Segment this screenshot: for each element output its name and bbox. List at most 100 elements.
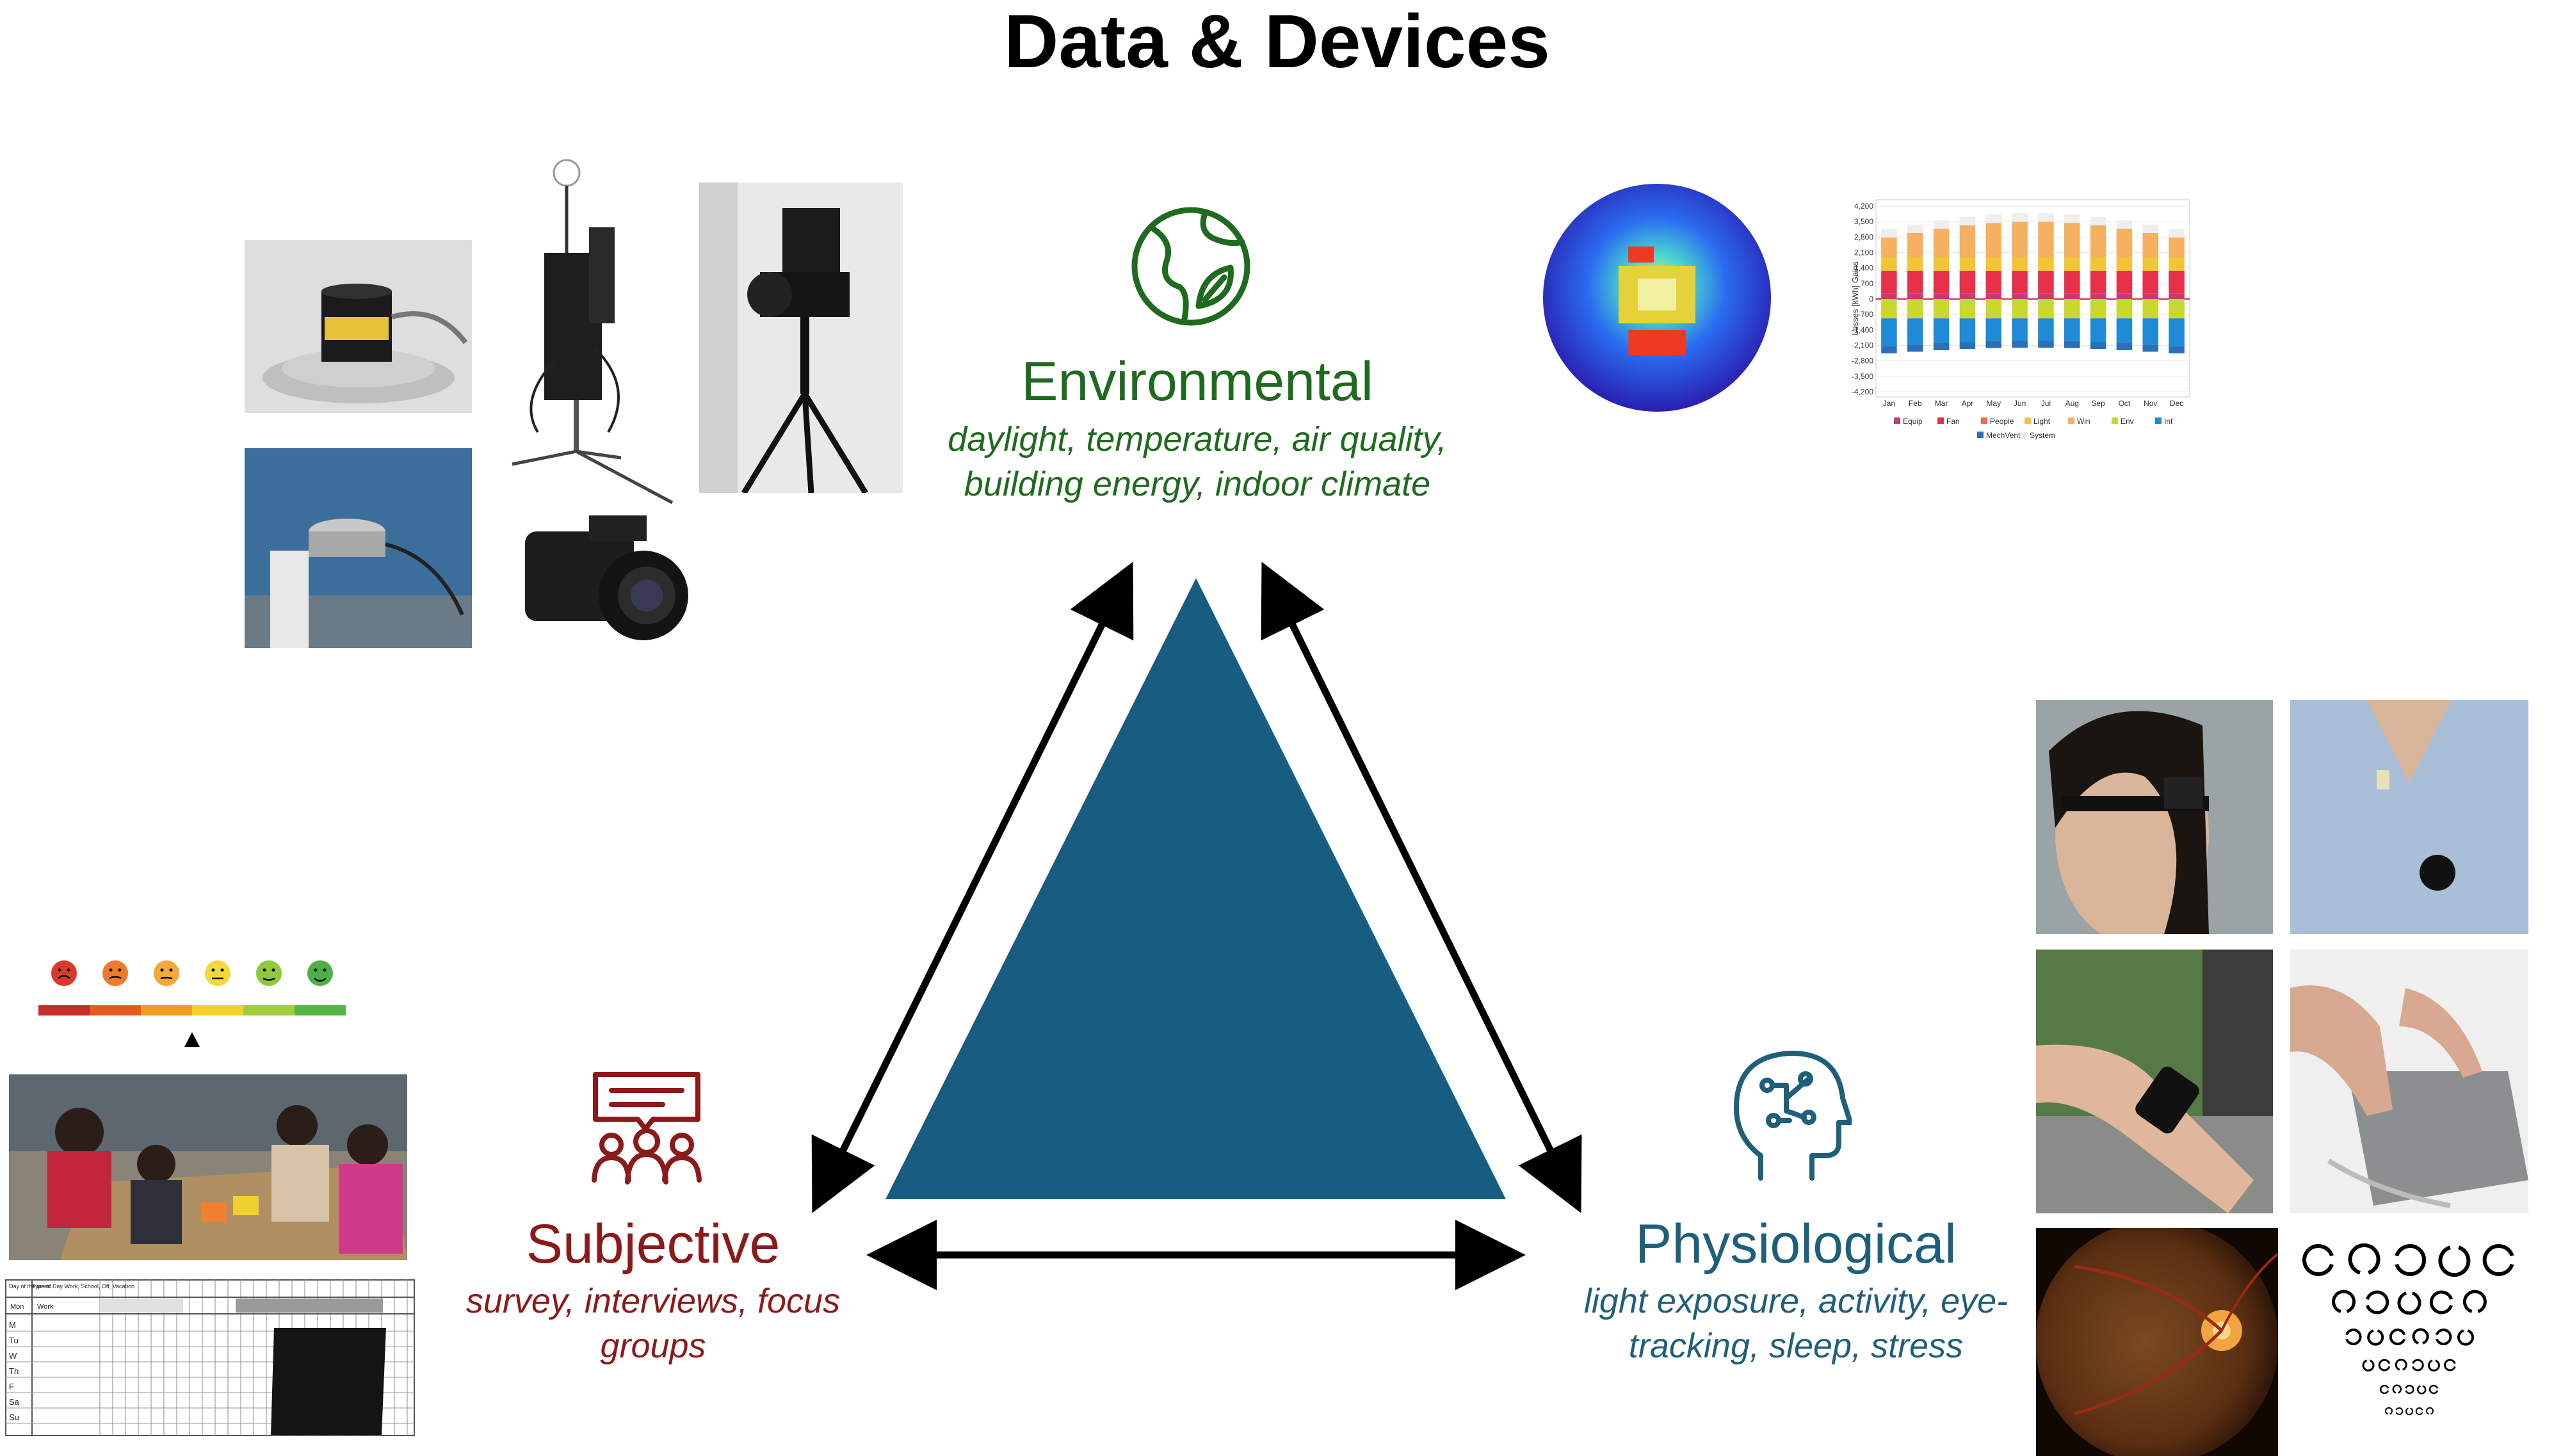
energy-bar-gain: [1933, 257, 1950, 271]
slightly-unhappy-face-icon: [154, 960, 179, 986]
energy-bar-loss: [1933, 299, 1950, 319]
energy-bar-gain: [2012, 271, 2028, 294]
energy-bar-loss: [1985, 299, 2001, 319]
energy-bar-gain: [1959, 257, 1976, 271]
diary-day-label: M: [9, 1320, 16, 1330]
energy-month-label: Mar: [1935, 399, 1948, 408]
energy-bar-gain: [2116, 257, 2133, 271]
energy-bar-loss: [2038, 318, 2054, 341]
very-happy-face-icon: [307, 960, 333, 986]
energy-bar-gain: [2142, 257, 2158, 271]
energy-bar-gain: [1881, 257, 1897, 271]
energy-bar-gain: [1933, 220, 1950, 229]
energy-month-label: Dec: [2170, 399, 2183, 408]
energy-bar-loss: [2116, 299, 2133, 319]
physiological-title: Physiological: [1635, 1213, 1957, 1275]
energy-bar-gain: [2169, 271, 2185, 294]
landolt-c-icon: [2366, 1290, 2389, 1314]
energy-y-tick: 700: [1861, 279, 1873, 288]
energy-legend-label: Fan: [1946, 417, 1960, 426]
landolt-c-icon: [2416, 1385, 2427, 1395]
landolt-c-icon: [2462, 1290, 2487, 1313]
energy-bar-gain: [2038, 222, 2054, 257]
landolt-c-icon: [2348, 1243, 2380, 1275]
energy-bar-gain: [1985, 257, 2001, 271]
subjective-icon: [589, 1068, 704, 1186]
energy-legend-label: People: [1990, 417, 2014, 426]
energy-bar-gain: [2012, 293, 2028, 299]
landolt-c-icon: [2457, 1329, 2474, 1346]
energy-month-label: Feb: [1909, 399, 1922, 408]
subjective-title: Subjective: [526, 1213, 780, 1275]
energy-bar-gain: [2064, 214, 2080, 223]
energy-bar-gain: [1985, 214, 2001, 223]
landolt-c-icon: [2395, 1244, 2427, 1276]
environmental-title: Environmental: [1021, 351, 1373, 412]
energy-bar-gain: [2012, 257, 2028, 271]
central-triangle: [885, 578, 1506, 1199]
energy-bar-gain: [2169, 293, 2185, 299]
landolt-c-icon: [2389, 1329, 2406, 1345]
energy-bar-loss: [2142, 318, 2158, 345]
landolt-c-icon: [2395, 1407, 2404, 1415]
energy-bar-loss: [2012, 318, 2028, 341]
energy-bar-gain: [1881, 229, 1897, 238]
energy-bar-loss: [1881, 318, 1897, 346]
camera-tripod-photo: [699, 182, 903, 493]
energy-bar-gain: [2090, 293, 2106, 299]
neutral-face-icon: [205, 960, 230, 986]
energy-chart-ylabel: Losses [kWh] Gains: [1850, 261, 1860, 336]
energy-bar-loss: [1933, 343, 1950, 350]
arrow-environmental-subjective: [811, 562, 1134, 1213]
energy-bar-gain: [2142, 224, 2158, 233]
energy-bar-loss: [2064, 341, 2080, 348]
energy-bar-gain: [2012, 222, 2028, 257]
landolt-c-icon: [2405, 1384, 2414, 1395]
falsecolor-daylight-render: [1542, 182, 1772, 413]
energy-legend-label: Env: [2121, 417, 2134, 426]
sleep-diary-table: Day of the week Type of Day Work, School…: [5, 1279, 415, 1436]
landolt-c-icon: [2362, 1359, 2375, 1371]
landolt-c-icon: [2378, 1359, 2391, 1371]
energy-bar-loss: [2169, 346, 2185, 353]
energy-month-label: Jun: [2014, 399, 2026, 408]
landolt-c-icon: [2302, 1244, 2334, 1276]
energy-legend-swatch: [2155, 417, 2162, 424]
arrow-environmental-physiological: [1261, 562, 1582, 1213]
diary-header-day: Day of the week: [9, 1283, 51, 1290]
landolt-c-icon: [2397, 1291, 2421, 1315]
energy-bar-gain: [1881, 271, 1897, 294]
energy-y-tick: -2,800: [1852, 357, 1873, 366]
energy-bar-gain: [1959, 216, 1976, 226]
energy-legend-label: Equip: [1903, 417, 1923, 426]
diary-day-label: W: [9, 1351, 17, 1361]
actigraphy-watch-photo: [2036, 950, 2273, 1213]
energy-legend-swatch: [1981, 417, 1987, 424]
energy-bar-loss: [2169, 318, 2185, 346]
energy-bar-loss: [1933, 318, 1950, 343]
energy-y-tick: 4,200: [1854, 202, 1873, 211]
energy-y-tick: 1,400: [1854, 264, 1873, 273]
diary-day-label: Su: [9, 1412, 19, 1422]
energy-bar-gain: [2116, 229, 2133, 257]
energy-bar-gain: [2090, 216, 2106, 226]
energy-bar-gain: [1907, 224, 1923, 233]
energy-legend-swatch: [2025, 417, 2031, 424]
energy-bar-loss: [2169, 299, 2185, 319]
diary-day-label: F: [9, 1382, 14, 1391]
dslr-camera-photo: [519, 506, 704, 643]
energy-bar-loss: [2064, 299, 2080, 319]
energy-bar-gain: [2090, 225, 2106, 257]
energy-bar-loss: [1959, 342, 1976, 350]
energy-chart-svg: 4,2003,5002,8002,1001,4007000-700-1,400-…: [1850, 199, 2190, 440]
landolt-c-icon: [2412, 1359, 2424, 1371]
energy-legend-label: Win: [2077, 417, 2090, 426]
energy-bar-gain: [2116, 293, 2133, 299]
energy-y-tick: -3,500: [1852, 372, 1873, 381]
environmental-subtitle-line2: building energy, indoor climate: [964, 465, 1431, 503]
energy-bar-loss: [1881, 299, 1897, 319]
energy-bar-gain: [1907, 271, 1923, 294]
landolt-c-chart: [2290, 1228, 2528, 1456]
energy-bar-gain: [1907, 257, 1923, 271]
